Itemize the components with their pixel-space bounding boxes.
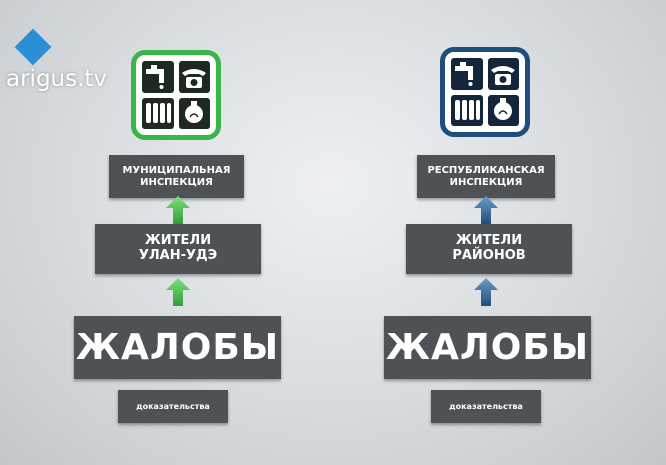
republican-inspection-box: РЕСПУБЛИКАНСКАЯ ИНСПЕКЦИЯ — [417, 155, 555, 198]
lightbulb-icon — [487, 94, 519, 126]
residents-ulan-ude-box: ЖИТЕЛИ УЛАН-УДЭ — [95, 224, 261, 274]
residents-districts-box: ЖИТЕЛИ РАЙОНОВ — [406, 224, 572, 274]
municipal-inspection-box: МУНИЦИПАЛЬНАЯ ИНСПЕКЦИЯ — [109, 155, 244, 198]
diamond-icon — [14, 28, 52, 66]
watermark-text: arigus.tv — [6, 66, 108, 92]
complaints-box: ЖАЛОБЫ — [384, 316, 591, 379]
radiator-icon — [142, 97, 174, 129]
arrow-up-icon — [166, 278, 190, 306]
arrow-up-icon — [474, 196, 498, 224]
republican-services-icon — [440, 47, 530, 137]
arrow-up-icon — [474, 278, 498, 306]
radiator-icon — [451, 94, 483, 126]
arrow-up-icon — [166, 196, 190, 224]
complaints-box: ЖАЛОБЫ — [74, 316, 281, 379]
evidence-box: доказательства — [431, 390, 541, 423]
faucet-icon — [451, 58, 483, 90]
telephone-icon — [178, 61, 210, 93]
faucet-icon — [142, 61, 174, 93]
telephone-icon — [487, 58, 519, 90]
evidence-box: доказательства — [118, 390, 228, 423]
municipal-services-icon — [131, 50, 221, 140]
lightbulb-icon — [178, 97, 210, 129]
